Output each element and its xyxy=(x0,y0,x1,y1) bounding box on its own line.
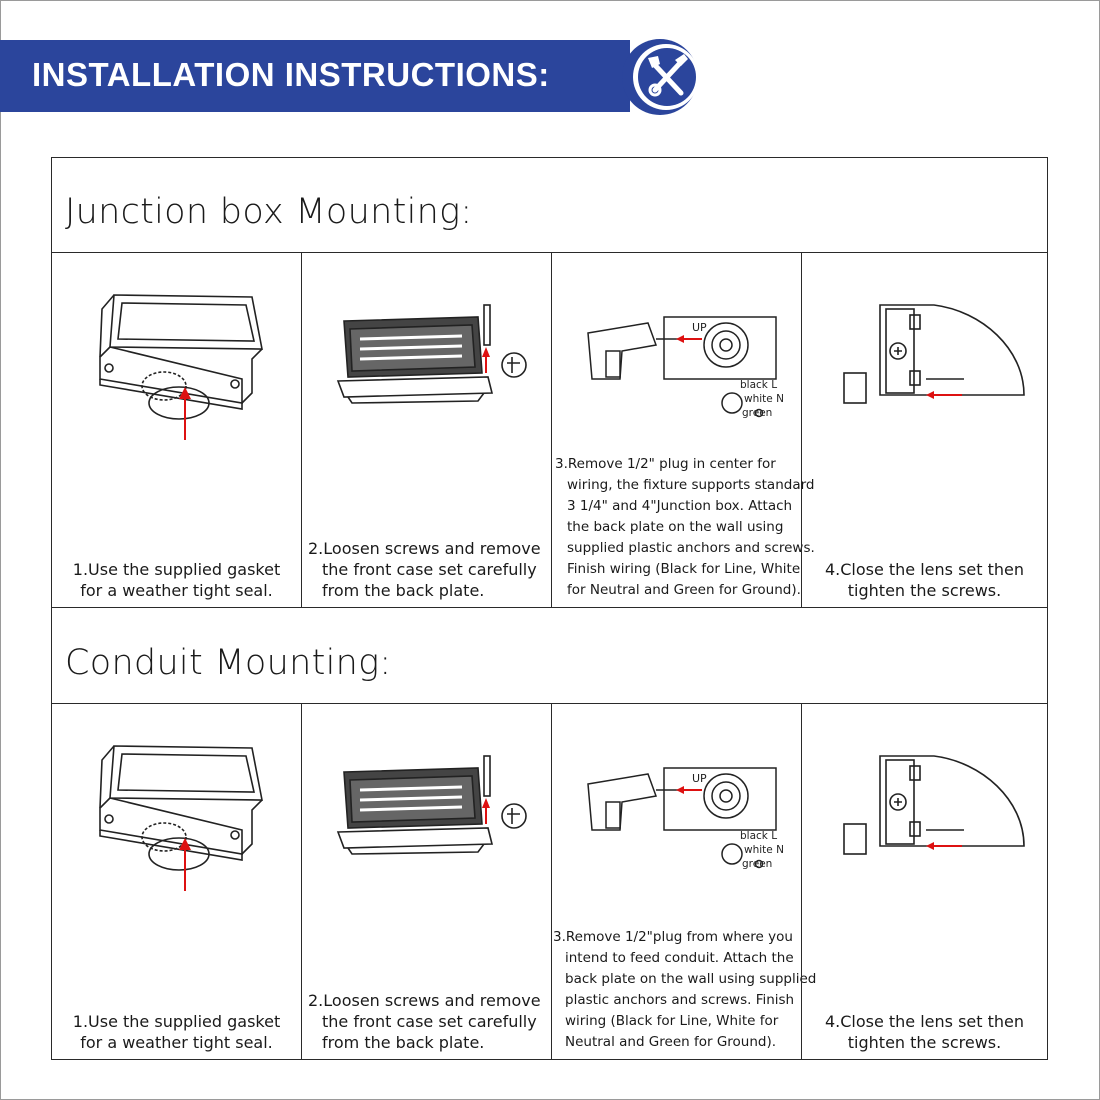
gasket-illustration xyxy=(99,294,263,440)
instruction-table: Junction box Mounting: 1. xyxy=(51,157,1048,1060)
tools-icon xyxy=(622,39,699,115)
caption-line: for a weather tight seal. xyxy=(80,581,273,600)
caption-line: 1.Use the supplied gasket xyxy=(72,1012,281,1031)
caption-line: tighten the screws. xyxy=(847,581,1002,600)
gasket-illustration xyxy=(99,745,263,891)
close-lens-illustration xyxy=(843,755,1025,855)
step-cell: UP black L white N green 3.Remove 1/2" p… xyxy=(551,253,815,607)
section-heading-conduit: Conduit Mounting: xyxy=(52,609,1047,704)
section-title: Conduit Mounting: xyxy=(65,643,392,683)
caption-line: supplied plastic anchors and screws. xyxy=(567,540,815,556)
front-case-illustration xyxy=(336,755,527,855)
wiring-illustration: UP black L white N green xyxy=(587,767,784,870)
step-caption: 2.Loosen screws and remove the front cas… xyxy=(302,990,551,1053)
caption-line: wiring (Black for Line, White for xyxy=(565,1013,779,1029)
step-caption: 4.Close the lens set then tighten the sc… xyxy=(802,559,1047,601)
step-cell: UP black L white N green 3.Remove 1/2"pl… xyxy=(551,704,817,1059)
step-cell: 4.Close the lens set then tighten the sc… xyxy=(801,253,1047,607)
step-caption: 3.Remove 1/2"plug from where you intend … xyxy=(552,927,817,1053)
caption-line: the back plate on the wall using xyxy=(567,519,784,535)
step-caption: 1.Use the supplied gasket for a weather … xyxy=(52,1011,301,1053)
wire-label-green: green xyxy=(742,407,772,419)
step-caption: 3.Remove 1/2" plug in center for wiring,… xyxy=(552,454,815,601)
caption-line: 2.Loosen screws and remove xyxy=(308,991,541,1010)
caption-line: 1.Use the supplied gasket xyxy=(72,560,281,579)
step-caption: 2.Loosen screws and remove the front cas… xyxy=(302,538,551,601)
caption-line: the front case set carefully xyxy=(322,1012,537,1031)
caption-line: from the back plate. xyxy=(322,1033,485,1052)
wiring-illustration: UP black L white N green xyxy=(587,316,784,419)
step-cell: 1.Use the supplied gasket for a weather … xyxy=(52,704,301,1059)
caption-line: Neutral and Green for Ground). xyxy=(565,1034,777,1050)
section-heading-junction-box: Junction box Mounting: xyxy=(52,158,1047,253)
step-caption: 4.Close the lens set then tighten the sc… xyxy=(802,1011,1047,1053)
up-label: UP xyxy=(692,321,707,334)
header-banner: INSTALLATION INSTRUCTIONS: xyxy=(0,40,630,112)
caption-line: tighten the screws. xyxy=(847,1033,1002,1052)
steps-row-conduit: 1.Use the supplied gasket for a weather … xyxy=(52,704,1047,1059)
section-title: Junction box Mounting: xyxy=(65,192,473,232)
caption-line: the front case set carefully xyxy=(322,560,537,579)
wire-label-green: green xyxy=(742,858,772,870)
step-caption: 1.Use the supplied gasket for a weather … xyxy=(52,559,301,601)
step-cell: 2.Loosen screws and remove the front cas… xyxy=(301,253,551,607)
wire-label-black: black L xyxy=(740,830,777,842)
caption-line: 3.Remove 1/2" plug in center for xyxy=(555,456,776,472)
caption-line: 3 1/4" and 4"Junction box. Attach xyxy=(567,498,793,514)
wire-label-white: white N xyxy=(744,844,784,856)
caption-line: for Neutral and Green for Ground). xyxy=(567,582,801,598)
front-case-illustration xyxy=(336,304,527,404)
up-label: UP xyxy=(692,772,707,785)
caption-line: 3.Remove 1/2"plug from where you xyxy=(553,929,793,945)
caption-line: from the back plate. xyxy=(322,581,485,600)
caption-line: plastic anchors and screws. Finish xyxy=(565,992,795,1008)
caption-line: wiring, the fixture supports standard xyxy=(567,477,815,493)
close-lens-illustration xyxy=(843,304,1025,404)
step-cell: 2.Loosen screws and remove the front cas… xyxy=(301,704,551,1059)
step-cell: 4.Close the lens set then tighten the sc… xyxy=(801,704,1047,1059)
caption-line: back plate on the wall using supplied xyxy=(565,971,817,987)
caption-line: 2.Loosen screws and remove xyxy=(308,539,541,558)
steps-row-junction-box: 1.Use the supplied gasket for a weather … xyxy=(52,253,1047,608)
caption-line: for a weather tight seal. xyxy=(80,1033,273,1052)
caption-line: 4.Close the lens set then xyxy=(824,560,1025,579)
step-cell: 1.Use the supplied gasket for a weather … xyxy=(52,253,301,607)
wire-label-white: white N xyxy=(744,393,784,405)
wire-label-black: black L xyxy=(740,379,777,391)
caption-line: 4.Close the lens set then xyxy=(824,1012,1025,1031)
caption-line: intend to feed conduit. Attach the xyxy=(565,950,794,966)
caption-line: Finish wiring (Black for Line, White xyxy=(567,561,801,577)
page-title: INSTALLATION INSTRUCTIONS: xyxy=(32,56,550,93)
